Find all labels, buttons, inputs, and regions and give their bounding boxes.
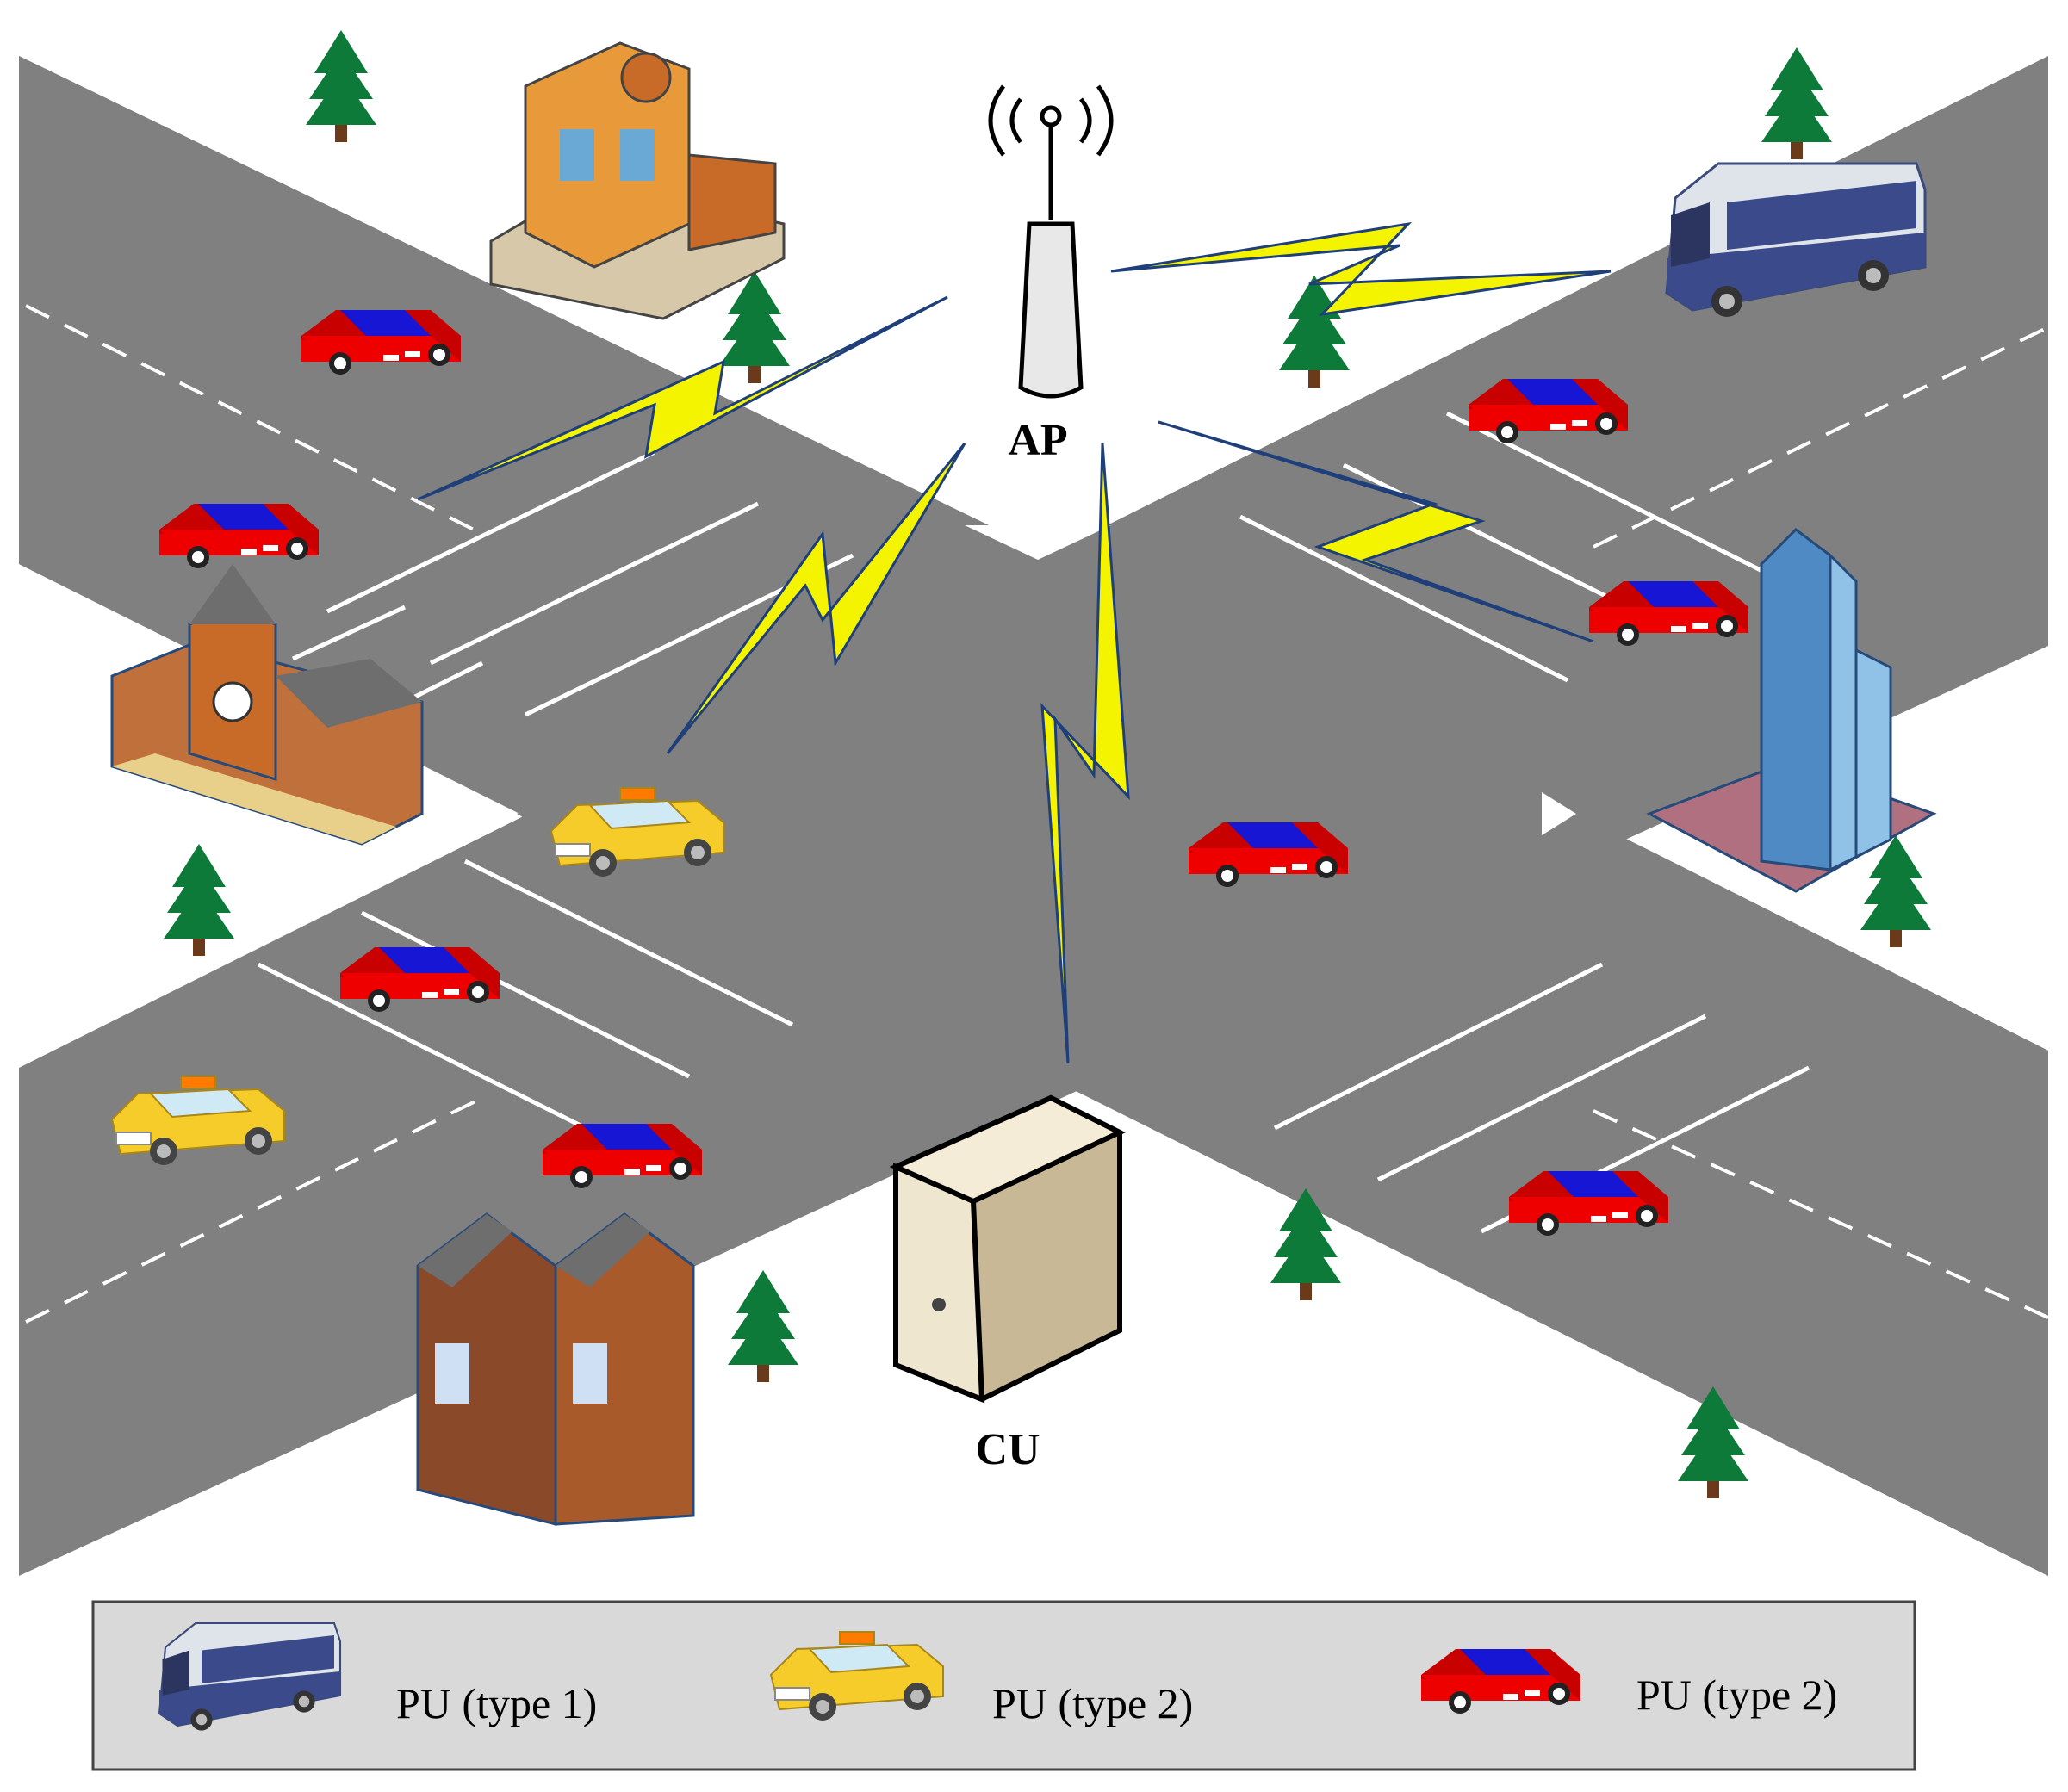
cu-label: CU (975, 1425, 1040, 1474)
legend-label-bus: PU (type 1) (396, 1679, 597, 1727)
town-hall-icon (110, 564, 424, 846)
legend: PU (type 1) PU (type 2) PU (type 2) (91, 1600, 1916, 1771)
legend-label-red-car: PU (type 2) (1636, 1671, 1837, 1719)
legend-label-taxi: PU (type 2) (992, 1679, 1193, 1727)
access-point: AP (988, 84, 1114, 465)
buildings (110, 41, 1937, 1526)
skyscraper-icon (1646, 528, 1937, 893)
wireless-links (417, 221, 1612, 1064)
intersection (517, 560, 1576, 1111)
server-icon (889, 1094, 1126, 1404)
antenna-icon (988, 84, 1114, 399)
legend-box (91, 1600, 1916, 1771)
link-ap-to-left-car-icon (417, 295, 948, 501)
link-ap-to-cu-icon (1040, 443, 1130, 1064)
townhouses-icon (416, 1212, 695, 1526)
link-ap-to-taxi-icon (666, 443, 966, 754)
link-ap-to-bus-icon (1110, 221, 1612, 317)
shopping-center-icon (489, 41, 786, 320)
ap-label: AP (1008, 416, 1067, 465)
central-unit: CU (889, 1094, 1126, 1474)
link-ap-to-right-car-icon (1158, 420, 1594, 643)
